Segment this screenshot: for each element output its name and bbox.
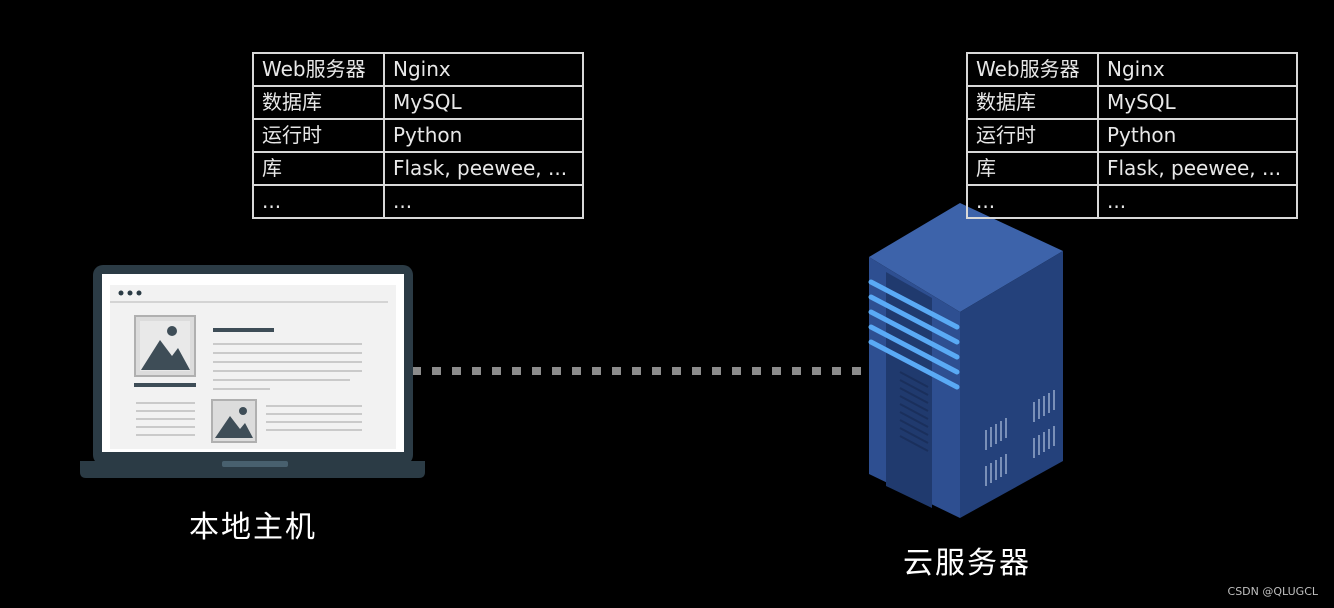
table-cell-key: ... (966, 184, 1099, 219)
watermark: CSDN @QLUGCL (1227, 585, 1318, 598)
table-cell-value: ... (383, 184, 584, 219)
table-cell-key: Web服务器 (966, 52, 1099, 87)
table-row: 数据库 MySQL (252, 85, 584, 120)
table-cell-value: MySQL (383, 85, 584, 120)
table-cell-value: Flask, peewee, ... (383, 151, 584, 186)
table-cell-value: Python (1097, 118, 1298, 153)
table-row: 运行时 Python (966, 118, 1298, 153)
table-cell-key: 数据库 (252, 85, 385, 120)
table-cell-value: Python (383, 118, 584, 153)
local-stack-table: Web服务器 Nginx 数据库 MySQL 运行时 Python 库 Flas… (252, 52, 584, 219)
table-cell-key: Web服务器 (252, 52, 385, 87)
table-row: ... ... (966, 184, 1298, 219)
laptop-icon (80, 265, 425, 478)
table-row: Web服务器 Nginx (966, 52, 1298, 87)
table-row: 运行时 Python (252, 118, 584, 153)
table-cell-value: Nginx (383, 52, 584, 87)
table-row: 库 Flask, peewee, ... (966, 151, 1298, 186)
table-cell-value: Flask, peewee, ... (1097, 151, 1298, 186)
server-icon (868, 203, 1063, 518)
table-row: Web服务器 Nginx (252, 52, 584, 87)
table-cell-key: 库 (252, 151, 385, 186)
table-row: 数据库 MySQL (966, 85, 1298, 120)
local-host-label: 本地主机 (189, 510, 317, 545)
cloud-server-label: 云服务器 (903, 546, 1031, 581)
table-cell-key: 库 (966, 151, 1099, 186)
cloud-stack-table: Web服务器 Nginx 数据库 MySQL 运行时 Python 库 Flas… (966, 52, 1298, 219)
table-cell-key: 数据库 (966, 85, 1099, 120)
table-row: ... ... (252, 184, 584, 219)
table-cell-value: Nginx (1097, 52, 1298, 87)
table-cell-value: ... (1097, 184, 1298, 219)
table-cell-key: 运行时 (966, 118, 1099, 153)
table-cell-key: 运行时 (252, 118, 385, 153)
table-cell-value: MySQL (1097, 85, 1298, 120)
table-row: 库 Flask, peewee, ... (252, 151, 584, 186)
table-cell-key: ... (252, 184, 385, 219)
